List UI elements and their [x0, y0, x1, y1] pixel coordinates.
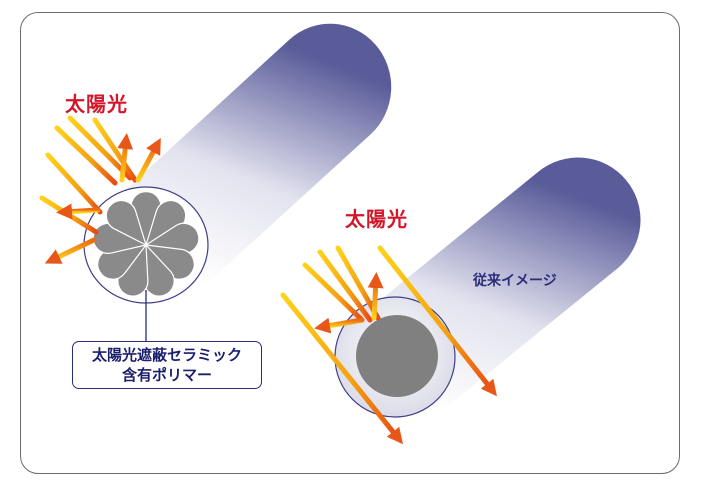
incoming-ray: [335, 245, 381, 321]
incoming-ray: [54, 125, 118, 186]
reflected-ray: [117, 133, 134, 183]
sunlight-arrows-left: [39, 115, 161, 264]
incoming-ray: [302, 262, 365, 323]
polymer-callout-line2: 含有ポリマー: [121, 366, 212, 384]
reflected-ray: [44, 237, 97, 264]
incoming-ray: [92, 117, 138, 183]
reflected-ray: [314, 317, 365, 334]
incoming-ray: [317, 249, 373, 323]
sunlight-arrows-right: [280, 245, 497, 445]
ceramic-petals: [92, 191, 200, 297]
transmitted-ray: [377, 245, 497, 397]
diagram-frame: [20, 12, 680, 474]
incoming-ray: [67, 115, 133, 181]
solid-core: [356, 315, 438, 397]
reflected-ray: [56, 203, 101, 220]
reflected-ray: [135, 137, 161, 183]
sunlight-label-right: 太陽光: [345, 207, 408, 231]
conventional-image-label: 従来イメージ: [473, 273, 557, 289]
polymer-callout: 太陽光遮蔽セラミック 含有ポリマー: [72, 341, 262, 389]
reflected-ray: [367, 272, 384, 321]
transmitted-ray: [280, 292, 404, 445]
ceramic-fiber-tube: [83, 23, 392, 308]
incoming-ray: [45, 152, 103, 215]
polymer-callout-line1: 太陽光遮蔽セラミック: [91, 346, 242, 364]
sunlight-label-left: 太陽光: [65, 92, 128, 116]
conventional-fiber-tube: [334, 157, 641, 419]
